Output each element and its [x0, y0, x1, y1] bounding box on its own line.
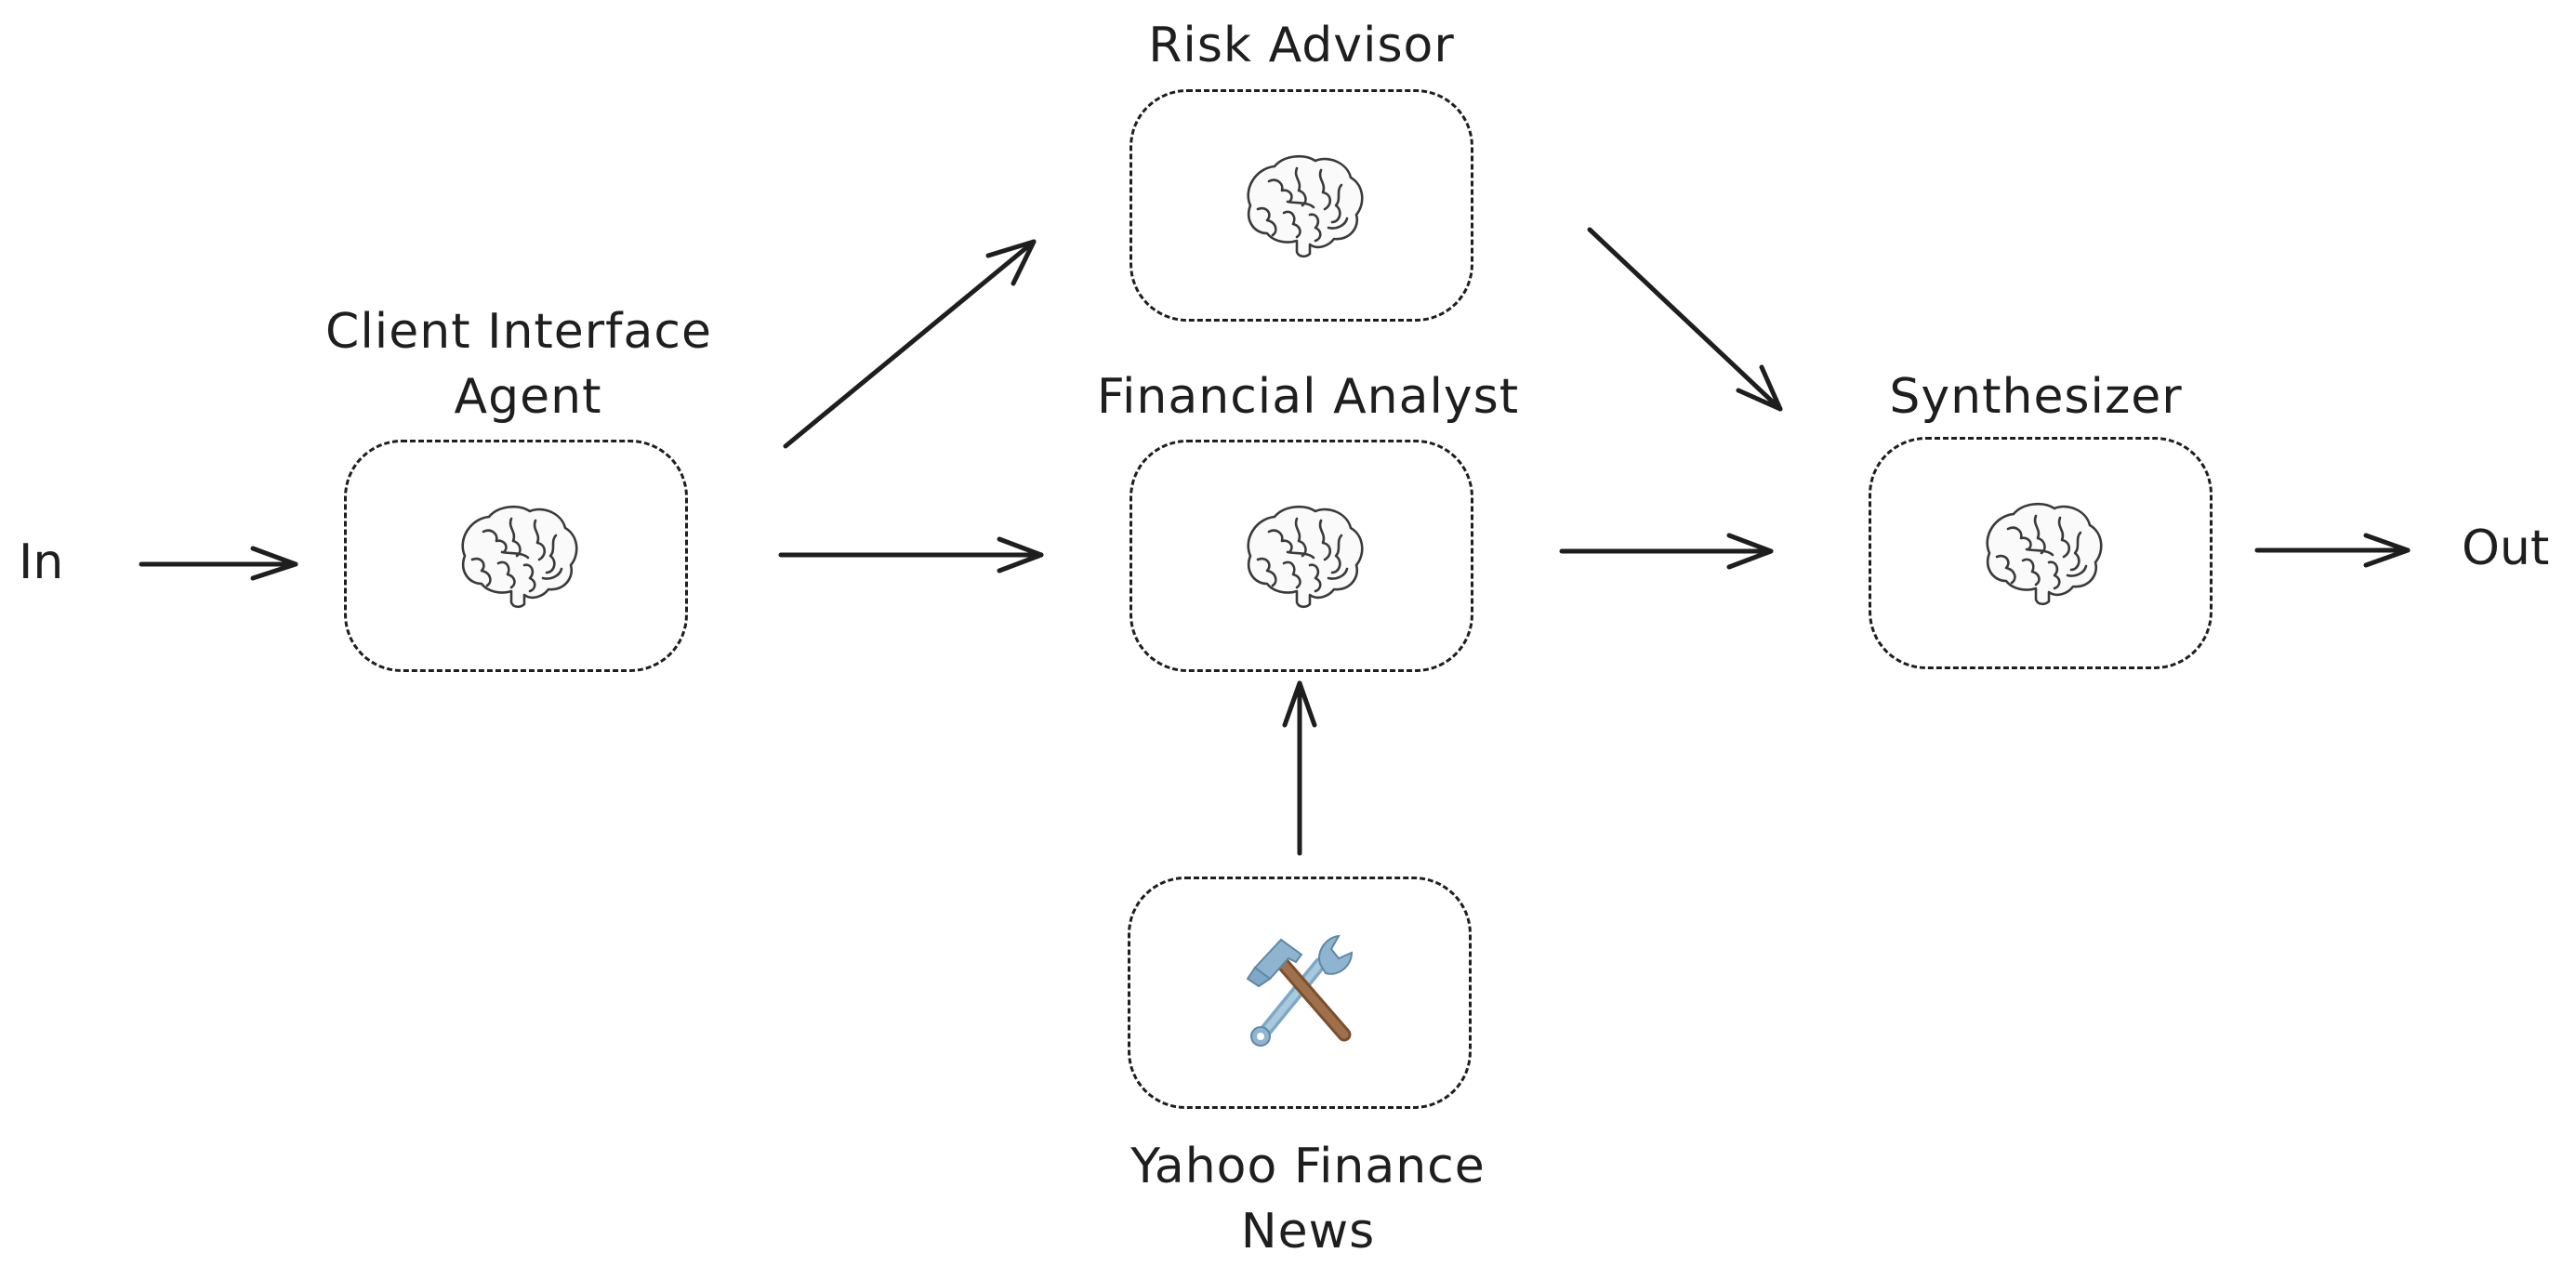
hammer-icon [1246, 938, 1352, 1042]
yahoo-finance-news-title-line2: News [1240, 1204, 1376, 1259]
synthesizer-title: Synthesizer [1889, 369, 2183, 425]
brain-icon [446, 498, 586, 613]
hammer-and-wrench-icon [1235, 930, 1365, 1055]
wrench-icon [1250, 934, 1354, 1047]
output-label: Out [2462, 521, 2550, 576]
synthesizer-node[interactable] [1869, 437, 2213, 669]
financial-analyst-node[interactable] [1129, 440, 1473, 672]
brain-icon [1232, 148, 1371, 263]
arrow-in-to-client-interface [139, 546, 298, 581]
financial-analyst-title: Financial Analyst [1096, 369, 1520, 425]
arrow-synthesizer-to-out [2254, 533, 2411, 568]
arrow-client-to-risk-advisor [783, 239, 1037, 449]
input-label: In [19, 534, 64, 590]
yahoo-finance-news-node[interactable] [1128, 877, 1472, 1109]
arrow-yahoo-to-financial-analyst [1282, 680, 1317, 856]
arrow-client-to-financial-analyst [778, 536, 1044, 574]
brain-icon [1232, 498, 1371, 613]
risk-advisor-title: Risk Advisor [1148, 18, 1455, 73]
client-interface-title-line1: Client Interface [325, 304, 712, 360]
client-interface-node[interactable] [344, 440, 688, 672]
arrow-risk-advisor-to-synthesizer [1587, 227, 1783, 412]
brain-icon [1971, 495, 2110, 611]
arrow-financial-analyst-to-synthesizer [1559, 533, 1774, 570]
risk-advisor-node[interactable] [1129, 89, 1473, 322]
client-interface-title-line2: Agent [454, 369, 602, 425]
yahoo-finance-news-title-line1: Yahoo Finance [1130, 1139, 1486, 1194]
